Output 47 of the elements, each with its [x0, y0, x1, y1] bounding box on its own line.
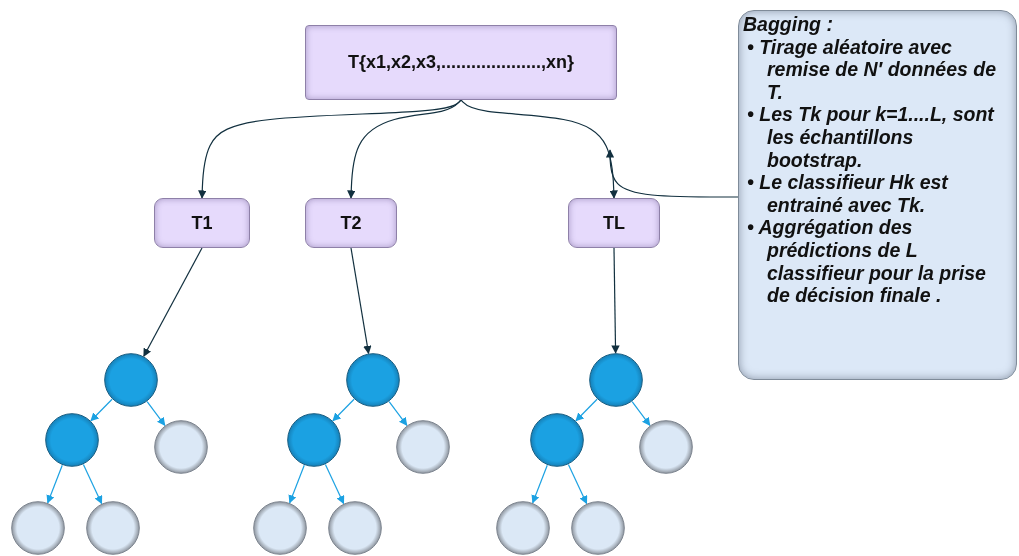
tree-node-circle: [11, 501, 65, 555]
bullet-text: • Le classifieur Hk est entrainé avec Tk.: [746, 171, 950, 217]
arrow: [143, 247, 203, 357]
subset-box: [305, 198, 397, 248]
callout-heading: Bagging :: [743, 13, 834, 36]
arrow: [332, 398, 355, 422]
arrow: [631, 401, 651, 427]
tree-node-circle: [571, 501, 625, 555]
bullet-text: • Les Tk pour k=1....L, sont les échantillons bootstrap.: [746, 103, 996, 172]
arrow: [146, 401, 166, 427]
tree-node-circle: [253, 501, 307, 555]
arrow: [82, 463, 103, 505]
arrow: [350, 247, 372, 355]
subset-box: [154, 198, 250, 248]
arrow: [90, 398, 113, 422]
tree-node-circle: [104, 353, 158, 407]
node-label: T{x1,x2,x3,....................,xn}: [347, 52, 575, 73]
tree-node-circle: [154, 420, 208, 474]
tree-node-circle: [530, 413, 584, 467]
callout-box: [738, 10, 1017, 380]
arrow: [46, 464, 63, 504]
arrow: [575, 398, 598, 422]
dataset-box: [305, 25, 617, 100]
tree-node-circle: [287, 413, 341, 467]
tree-node-circle: [45, 413, 99, 467]
arrow: [611, 247, 620, 354]
tree-node-circle: [396, 420, 450, 474]
node-label: T2: [340, 212, 362, 234]
leader-arrow: [605, 149, 739, 198]
arrow: [460, 99, 618, 199]
tree-node-circle: [589, 353, 643, 407]
tree-node-circle: [86, 501, 140, 555]
arrow: [288, 464, 305, 504]
arrow: [324, 463, 345, 505]
tree-node-circle: [496, 501, 550, 555]
arrow: [388, 401, 408, 427]
subset-box: [568, 198, 660, 248]
arrow: [347, 99, 462, 199]
arrow: [531, 464, 548, 504]
node-label: T1: [191, 212, 213, 234]
node-label: TL: [603, 212, 625, 234]
tree-node-circle: [346, 353, 400, 407]
bullet-text: • Aggrégation des prédictions de L classifieur pour la prise de décision finale .: [746, 216, 987, 307]
tree-node-circle: [639, 420, 693, 474]
arrow: [567, 463, 588, 505]
tree-node-circle: [328, 501, 382, 555]
bullet-text: • Tirage aléatoire avec remise de N′ données de T.: [746, 35, 997, 104]
